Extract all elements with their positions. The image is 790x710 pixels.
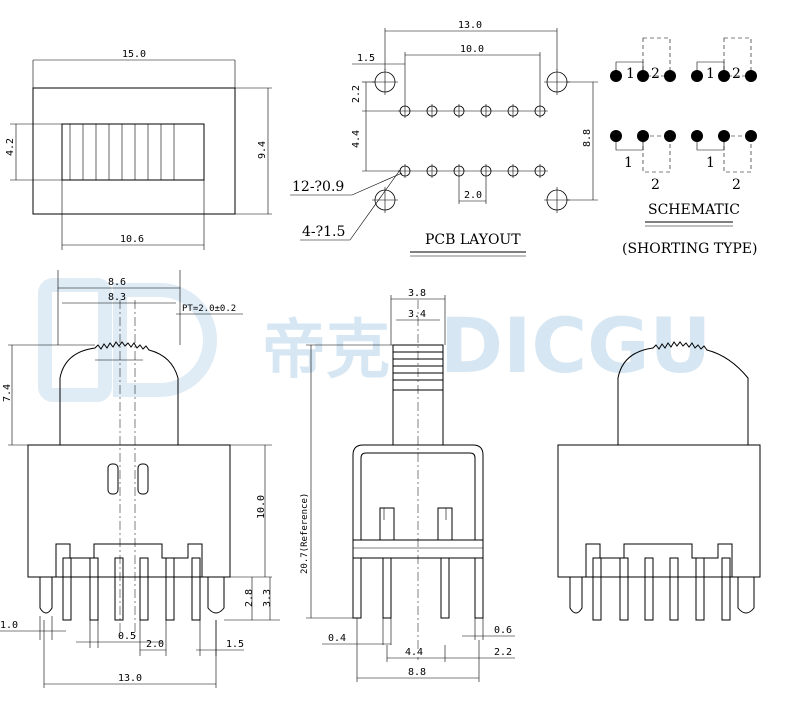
dim-slot-width: 10.6 bbox=[120, 234, 144, 245]
watermark-logo-left bbox=[38, 278, 112, 402]
dim-side-pin: 0.4 bbox=[328, 633, 346, 644]
schematic-title: SCHEMATIC bbox=[648, 202, 740, 218]
dim-body-height: 10.0 bbox=[256, 495, 267, 519]
rear-knob bbox=[617, 341, 749, 445]
schematic-label-2: 2 bbox=[732, 66, 741, 82]
top-view: 15.0 9.4 4.2 10.6 bbox=[5, 49, 272, 250]
top-view-body bbox=[32, 87, 236, 215]
schematic-subtitle: (SHORTING TYPE) bbox=[622, 241, 757, 257]
dim-side-leg: 0.6 bbox=[494, 625, 512, 636]
front-view: 8.6 8.3 PT=2.0±0.2 7.4 10.0 2.8 3.3 1.0 … bbox=[0, 270, 280, 688]
schematic-label-2: 2 bbox=[732, 177, 741, 193]
watermark-logo-right bbox=[113, 283, 217, 397]
note-small-holes: 12-?0.9 bbox=[292, 179, 344, 195]
dim-side-knob-inner: 3.4 bbox=[408, 309, 426, 320]
dim-pcb-pitch: 2.0 bbox=[464, 190, 482, 201]
dim-front-outer: 8.6 bbox=[108, 277, 126, 288]
schematic-label-1: 1 bbox=[706, 66, 715, 82]
dim-pcb-width: 13.0 bbox=[458, 20, 482, 31]
dim-pin-visible: 2.8 bbox=[244, 589, 255, 607]
dim-total-height: 20.7(Reference) bbox=[300, 493, 310, 574]
front-body bbox=[27, 444, 231, 578]
schematic-label-1: 1 bbox=[626, 66, 635, 82]
dim-pin-thickness: 0.5 bbox=[118, 631, 136, 642]
schematic-label-1: 1 bbox=[624, 155, 633, 171]
rear-body bbox=[557, 444, 761, 578]
schematic-label-2: 2 bbox=[651, 177, 660, 193]
schematic: 1 2 1 2 1 2 1 2 SCHEMATIC (SHORTING TYPE… bbox=[610, 37, 757, 257]
dim-row-offset: 2.2 bbox=[351, 85, 362, 103]
dim-side-knob-outer: 3.8 bbox=[408, 288, 426, 299]
schematic-label-1: 1 bbox=[706, 155, 715, 171]
dim-row-spacing: 4.4 bbox=[351, 130, 362, 148]
dim-pin-length: 3.3 bbox=[262, 589, 273, 607]
schematic-label-2: 2 bbox=[651, 66, 660, 82]
dim-slot-height: 4.2 bbox=[5, 138, 16, 156]
dim-top-height: 9.4 bbox=[257, 141, 268, 159]
top-view-slot bbox=[61, 123, 205, 181]
pcb-layout-title: PCB LAYOUT bbox=[425, 232, 521, 248]
dim-side-overall: 8.8 bbox=[408, 667, 426, 678]
dim-pcb-height: 8.8 bbox=[582, 129, 593, 147]
pcb-layout: 13.0 10.0 1.5 2.2 4.4 8.8 2.0 12-?0.9 4-… bbox=[290, 20, 598, 257]
note-large-holes: 4-?1.5 bbox=[302, 224, 345, 240]
watermark-cn: 帝克 bbox=[262, 314, 390, 388]
dim-side-offset: 2.2 bbox=[494, 647, 512, 658]
watermark: 帝克 DICGU bbox=[38, 278, 711, 402]
dim-pin-span: 10.0 bbox=[460, 44, 484, 55]
dim-knob-height: 7.4 bbox=[2, 384, 13, 402]
dim-leg-offset: 1.5 bbox=[226, 639, 244, 650]
dim-front-inner: 8.3 bbox=[108, 292, 126, 303]
dim-front-overall: 13.0 bbox=[118, 673, 142, 684]
dim-edge-offset: 1.5 bbox=[357, 53, 375, 64]
dim-top-width: 15.0 bbox=[122, 49, 146, 60]
dim-pin-width: 1.0 bbox=[0, 620, 18, 631]
note-pt: PT=2.0±0.2 bbox=[182, 304, 236, 314]
front-knob bbox=[59, 341, 179, 445]
side-view: 3.8 3.4 20.7(Reference) 0.4 0.6 4.4 2.2 … bbox=[300, 288, 515, 682]
rear-view bbox=[557, 341, 761, 621]
dim-side-row: 4.4 bbox=[405, 647, 423, 658]
dim-front-pitch: 2.0 bbox=[146, 639, 164, 650]
watermark-en: DICGU bbox=[440, 301, 711, 390]
